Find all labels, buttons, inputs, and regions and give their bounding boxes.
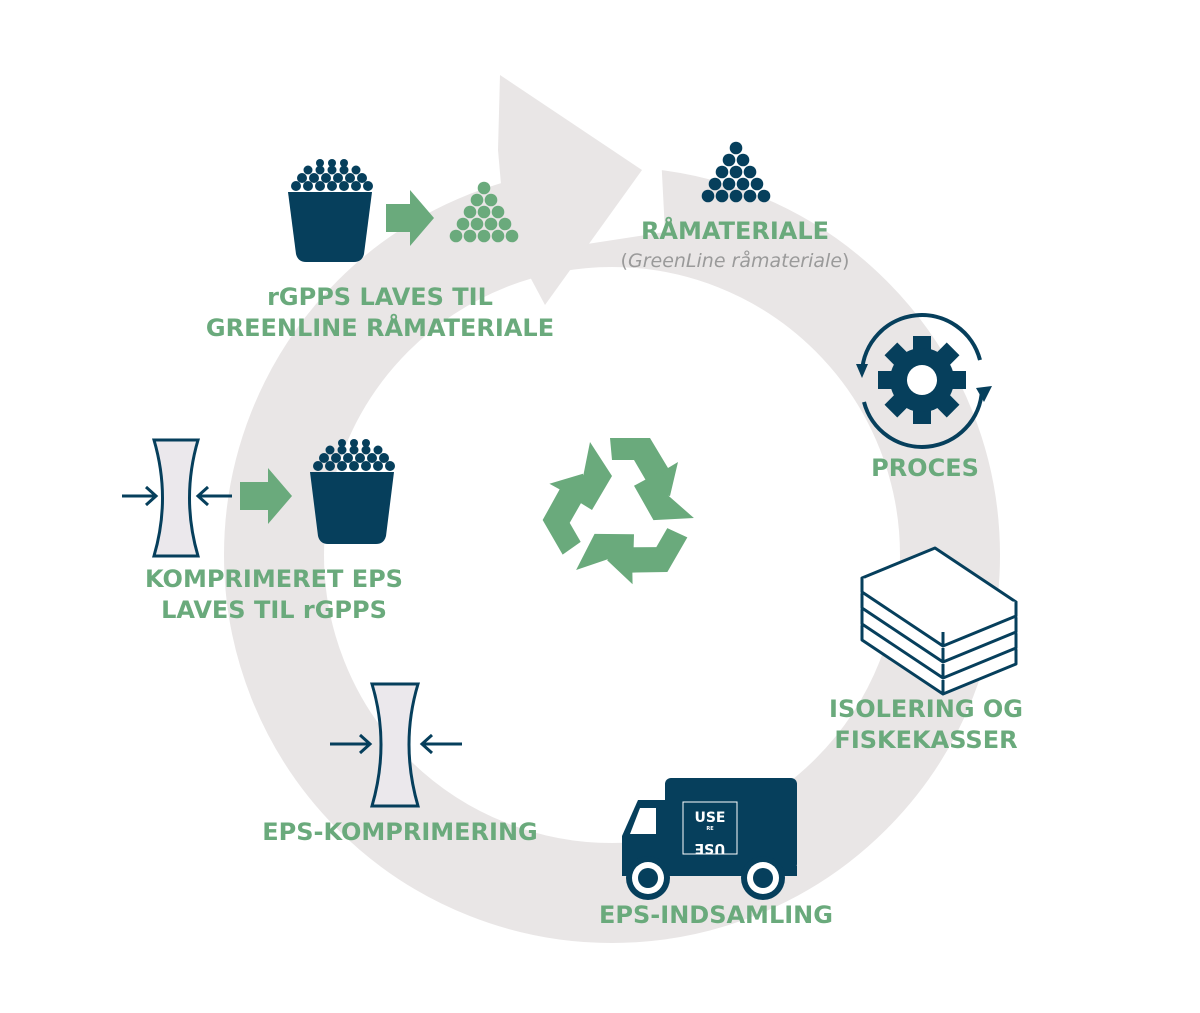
process-title: PROCES	[871, 454, 979, 482]
compression-title: EPS-KOMPRIMERING	[262, 818, 538, 846]
truck-icon: USE RE USE	[622, 778, 797, 900]
cycle-arrow-head	[498, 75, 642, 305]
compression-icon	[122, 438, 232, 558]
cycle-ring	[224, 75, 1000, 943]
step-arrow-icon	[386, 190, 434, 246]
insulation-title: ISOLERING OG FISKEKASSER	[829, 695, 1023, 754]
raw-material-title: RÅMATERIALE	[640, 217, 830, 245]
bucket-icon	[288, 159, 373, 262]
stacked-boards-icon	[860, 546, 1018, 696]
compressed-to-rgpps-title: KOMPRIMERET EPS LAVES TIL rGPPS	[145, 565, 403, 624]
rgpps-to-greenline-title: rGPPS LAVES TIL GREENLINE RÅMATERIALE	[205, 283, 555, 342]
truck-logo-bottom: USE	[694, 840, 725, 856]
bucket-icon	[310, 439, 395, 544]
raw-material-subtitle: (GreenLine råmateriale)	[620, 250, 850, 272]
collection-title: EPS-INDSAMLING	[599, 901, 833, 929]
gear-cycle-icon	[856, 313, 992, 449]
truck-logo-top: USE	[694, 810, 725, 826]
compression-icon	[330, 682, 462, 808]
recycle-icon	[542, 438, 694, 585]
step-arrow-icon	[240, 468, 292, 524]
bead-pyramid-icon	[701, 141, 771, 203]
truck-logo-small: RE	[706, 826, 714, 832]
